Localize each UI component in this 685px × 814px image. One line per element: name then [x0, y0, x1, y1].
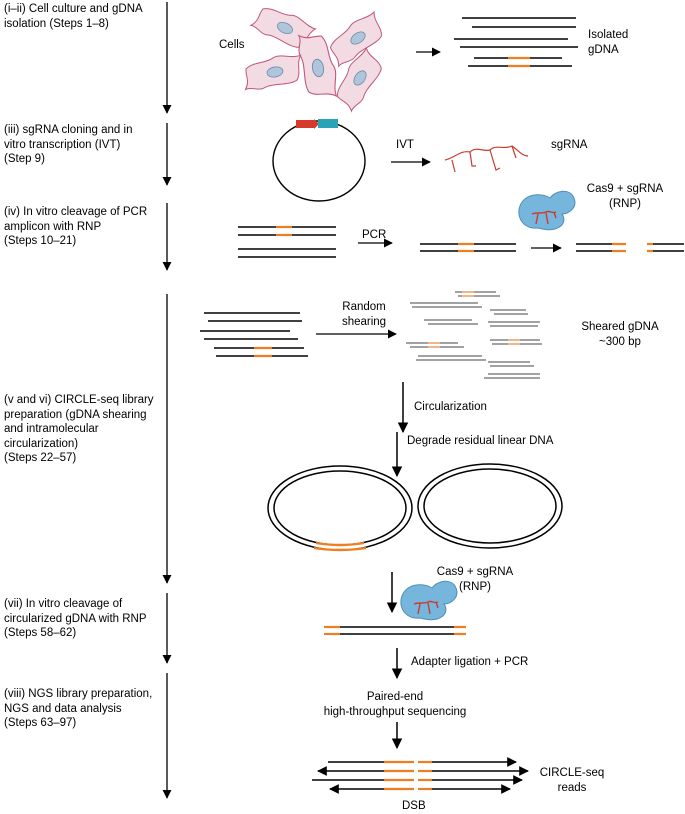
sheared-fragments	[406, 291, 542, 379]
cleaved-amplicon	[576, 242, 684, 253]
sheared-gdna-label: Sheared gDNA ~300 bp	[581, 321, 659, 348]
genomic-dna-strands	[200, 312, 308, 358]
step-label-5: (vii) In vitro cleavage of circularized …	[4, 598, 147, 639]
pcr-template-strands	[238, 225, 336, 258]
adapter-ligation-label: Adapter ligation + PCR	[411, 656, 529, 668]
random-shearing-label: Random shearing	[341, 301, 387, 328]
sgrna-label: sgRNA	[551, 139, 588, 151]
isolated-gdna-label: Isolated gDNA	[588, 29, 629, 56]
circularized-dna	[267, 463, 563, 552]
paired-end-label: Paired-end high-throughput sequencing	[323, 691, 467, 718]
pcr-amplicon	[420, 242, 516, 253]
cas9-rnp-icon	[518, 190, 576, 231]
linearized-dna	[324, 625, 466, 636]
cas9-rnp-label-top: Cas9 + sgRNA (RNP)	[586, 183, 664, 210]
cells-label: Cells	[219, 39, 245, 51]
pcr-label: PCR	[362, 229, 387, 241]
cells-icon	[240, 0, 390, 113]
circle-seq-reads	[312, 757, 529, 794]
step-label-6: (viii) NGS library preparation, NGS and …	[4, 688, 153, 729]
ivt-label: IVT	[396, 139, 414, 151]
dsb-label: DSB	[402, 800, 426, 812]
step-label-3: (iv) In vitro cleavage of PCR amplicon w…	[4, 206, 148, 247]
step-label-4: (v and vi) CIRCLE-seq library preparatio…	[4, 394, 154, 464]
step-label-1: (i–ii) Cell culture and gDNA isolation (…	[4, 3, 143, 30]
circularization-label: Circularization	[414, 401, 487, 413]
plasmid-icon	[272, 119, 366, 202]
circle-seq-reads-label: CIRCLE-seq reads	[539, 767, 605, 794]
step-label-2: (iii) sgRNA cloning and in vitro transcr…	[4, 124, 133, 165]
degrade-label: Degrade residual linear DNA	[407, 435, 554, 447]
sgrna-icon	[444, 145, 529, 173]
cas9-rnp-label-bottom: Cas9 + sgRNA (RNP)	[436, 566, 514, 593]
